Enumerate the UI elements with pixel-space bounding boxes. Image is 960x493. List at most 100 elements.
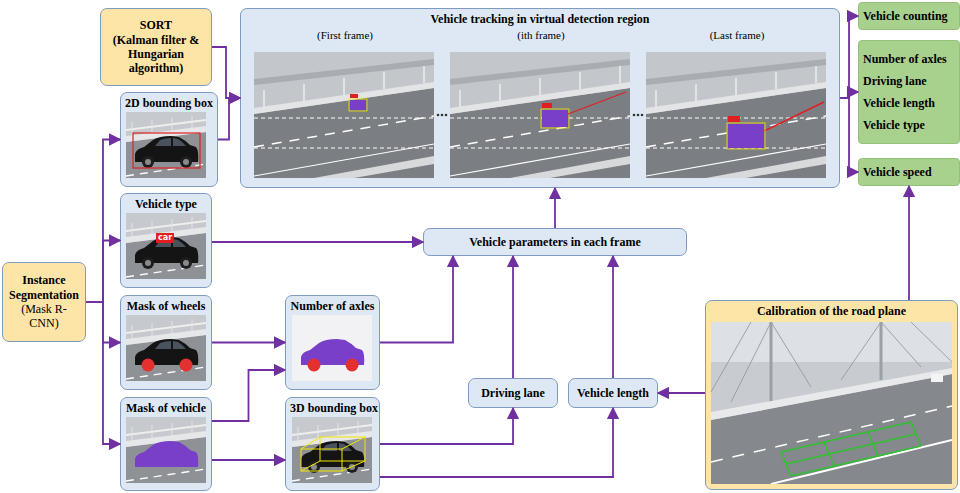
tracking-frame (254, 52, 434, 178)
connector-arrow (380, 408, 613, 477)
wheel-mask-image (142, 359, 155, 372)
wheel-mask-image (180, 359, 193, 372)
box-title: 2D bounding box (125, 96, 213, 110)
axles-image (292, 315, 372, 381)
tracking-frame (542, 110, 568, 127)
tracking-frame (728, 124, 764, 148)
tracking-frame (728, 116, 740, 122)
connector-arrow (512, 256, 514, 378)
tracking-frame (254, 118, 434, 148)
vehicle-type-image (135, 237, 198, 269)
connector-arrow (380, 408, 513, 444)
box-title: Instance Segmentation (7, 273, 81, 302)
vehicle-mask-image (126, 417, 206, 483)
road-calibration-image (711, 322, 952, 484)
box-text: (Mask R-CNN) (7, 302, 81, 331)
wheel-mask-image (126, 315, 206, 381)
tracking-frame (727, 123, 765, 149)
axles-image (292, 315, 372, 381)
bbox-3d-image (301, 437, 365, 471)
ellipsis-dots (441, 114, 444, 117)
bbox-2d-image (135, 136, 198, 168)
connector-arrow (212, 459, 285, 461)
frame-caption: (First frame) (255, 29, 435, 42)
vehicle-type-image (126, 213, 206, 279)
vehicle-mask-image (126, 417, 206, 483)
axles-image (308, 359, 321, 372)
class-tag-text: car (156, 233, 174, 243)
box-title: Number of axles (290, 299, 375, 313)
connector-arrow (840, 16, 858, 98)
tracking-frame (450, 52, 630, 178)
method-box: SORT(Kalman filter & Hungarian algorithm… (100, 8, 212, 86)
connector-arrow (212, 47, 240, 98)
bbox-3d-image (301, 437, 365, 471)
box-text: Vehicle length (863, 92, 955, 114)
road-calibration-image (711, 322, 952, 484)
tracking-frame (646, 52, 826, 178)
vehicle-mask-image (135, 441, 198, 467)
box-title: Number of axles (863, 48, 955, 70)
connector-arrow (840, 98, 858, 172)
axles-image (346, 359, 359, 372)
box-title: Vehicle counting (863, 9, 955, 23)
ellipsis-dots (445, 114, 448, 117)
bbox-2d-image (133, 133, 200, 168)
ellipsis-dots (633, 114, 636, 117)
tracking-frame (254, 52, 434, 178)
ellipsis-dots (637, 114, 640, 117)
box-title: Mask of vehicle (125, 401, 207, 415)
process-box: Vehicle parameters in each frame (423, 228, 687, 256)
method-box: Instance Segmentation(Mask R-CNN) (2, 262, 86, 342)
tracking-frame (542, 103, 552, 108)
process-box: Vehicle length (568, 378, 658, 408)
tracking-frame (646, 118, 826, 148)
tracking-frame (646, 52, 826, 178)
connector-arrow (212, 370, 285, 421)
box-title: Calibration of the road plane (710, 304, 953, 318)
bbox-2d-image (126, 112, 206, 178)
box-title: Driving lane (473, 386, 553, 400)
bbox-3d-image (292, 417, 372, 483)
tracking-frame (450, 52, 630, 178)
process-box: Driving lane (468, 378, 558, 408)
frame-caption-row: (First frame) (ith frame) (Last frame) (245, 29, 835, 42)
connector-arrow (218, 98, 240, 140)
box-title: Vehicle type (125, 197, 207, 211)
tracking-frame (762, 102, 824, 132)
box-title: SORT (105, 18, 207, 32)
connector-arrow (380, 256, 453, 343)
tracking-frame (350, 94, 358, 98)
connector-arrow (86, 302, 120, 444)
tracking-frame (350, 100, 366, 110)
box-title: Mask of wheels (125, 299, 207, 313)
tracking-frame (568, 92, 626, 114)
connector-arrow (612, 256, 614, 378)
wheel-mask-image (126, 315, 206, 381)
vehicle-type-image (126, 213, 206, 279)
connector-arrow (554, 188, 556, 228)
bbox-3d-image (292, 417, 372, 483)
box-text: Driving lane (863, 70, 955, 92)
box-title: Vehicle tracking in virtual detection re… (245, 12, 835, 26)
box-title: Vehicle length (573, 386, 653, 400)
ellipsis-dots (641, 114, 644, 117)
box-title: Vehicle parameters in each frame (428, 235, 682, 249)
result-box: Vehicle speed (858, 158, 960, 186)
frame-caption: (Last frame) (647, 29, 827, 42)
connector-arrow (212, 241, 423, 243)
box-title: Vehicle speed (863, 165, 955, 179)
connector-arrow (658, 392, 705, 394)
connector-arrow (908, 186, 910, 300)
result-box: Vehicle counting (858, 2, 960, 30)
connector-arrow (212, 342, 285, 344)
box-text: (Kalman filter & Hungarian algorithm) (105, 33, 207, 76)
bbox-2d-image (126, 112, 206, 178)
frame-caption: (ith frame) (451, 29, 631, 42)
connector-arrow (86, 241, 120, 303)
tracking-frame (450, 118, 630, 148)
tracking-frame (541, 109, 569, 128)
box-title: 3D bounding box (290, 401, 375, 415)
bbox-3d-image (301, 441, 364, 473)
